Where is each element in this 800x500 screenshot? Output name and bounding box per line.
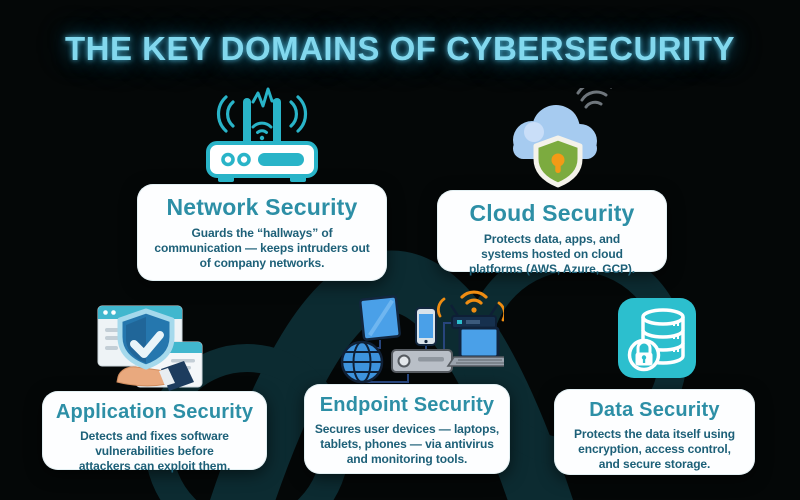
database-lock-icon xyxy=(618,298,696,378)
card-description: Protects the data itself using encryptio… xyxy=(573,427,736,472)
card-description: Detects and fixes software vulnerabiliti… xyxy=(78,429,231,474)
application-security-card: Application Security Detects and fixes s… xyxy=(42,391,267,473)
card-title: Application Security xyxy=(55,401,254,423)
card-title: Data Security xyxy=(589,399,720,421)
card-title: Cloud Security xyxy=(469,200,635,226)
cloud-security-card: Cloud Security Protects data, apps, and … xyxy=(437,190,667,276)
endpoint-security-card: Endpoint Security Secures user devices —… xyxy=(304,384,510,474)
card-description: Secures user devices — laptops, tablets,… xyxy=(314,422,500,467)
data-security-card: Data Security Protects the data itself u… xyxy=(554,389,755,475)
network-security-card: Network Security Guards the “hallways” o… xyxy=(137,184,387,281)
connected-devices-icon xyxy=(340,290,504,384)
secure-cloud-icon xyxy=(513,88,613,188)
card-description: Protects data, apps, and systems hosted … xyxy=(468,232,636,277)
card-title: Endpoint Security xyxy=(319,394,495,416)
card-description: Guards the “hallways” of communication —… xyxy=(154,226,370,271)
card-title: Network Security xyxy=(166,194,358,220)
page-title: THE KEY DOMAINS OF CYBERSECURITY xyxy=(65,30,735,67)
shield-check-windows-icon xyxy=(97,305,203,391)
wireless-router-icon xyxy=(206,87,318,182)
